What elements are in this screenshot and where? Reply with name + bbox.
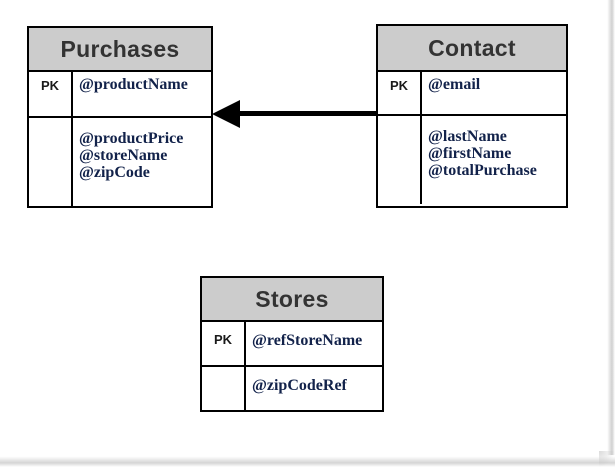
entity-purchases-blank-key-cell — [29, 118, 73, 206]
page-shadow-bottom — [0, 453, 615, 467]
attribute-text: @productName — [79, 76, 188, 93]
attribute-text: @zipCodeRef — [252, 377, 347, 394]
entity-contact-key-label: PK — [378, 72, 422, 114]
page-shadow-right — [603, 0, 615, 455]
entity-stores-blank-key-cell — [202, 367, 246, 410]
attribute-text: @productPrice — [79, 130, 184, 147]
entity-purchases-key-label: PK — [29, 72, 73, 116]
entity-purchases-attribute-row: @productPrice @storeName @zipCode — [29, 118, 211, 206]
attribute-text: @zipCode — [79, 164, 150, 181]
entity-stores-key-label: PK — [202, 322, 246, 365]
relationship-arrowhead-icon — [212, 100, 240, 128]
attribute-text: @lastName — [428, 128, 507, 145]
entity-contact-key-attribute: @email — [422, 72, 480, 114]
relationship-line-contact-purchases — [240, 111, 376, 116]
entity-purchases-key-attribute: @productName — [73, 72, 188, 116]
entity-contact-attribute-row: @lastName @firstName @totalPurchase — [378, 116, 566, 204]
entity-contact-key-row: PK @email — [378, 72, 566, 116]
attribute-text: @storeName — [79, 147, 168, 164]
entity-contact-title: Contact — [378, 26, 566, 72]
entity-contact-blank-key-cell — [378, 116, 422, 204]
entity-contact[interactable]: Contact PK @email @lastName @firstName @… — [376, 24, 568, 208]
entity-stores-key-row: PK @refStoreName — [202, 322, 382, 367]
entity-stores-attributes: @zipCodeRef — [246, 367, 347, 410]
page-shadow-corner — [599, 451, 615, 467]
entity-purchases-key-row: PK @productName — [29, 72, 211, 118]
attribute-text: @refStoreName — [252, 332, 363, 349]
attribute-text: @email — [428, 76, 481, 93]
attribute-text: @totalPurchase — [428, 162, 537, 179]
entity-purchases-attributes: @productPrice @storeName @zipCode — [73, 118, 183, 206]
entity-contact-attributes: @lastName @firstName @totalPurchase — [422, 116, 537, 204]
entity-stores-title: Stores — [202, 278, 382, 322]
entity-purchases-title: Purchases — [29, 28, 211, 72]
entity-stores-key-attribute: @refStoreName — [246, 322, 362, 365]
entity-stores-attribute-row: @zipCodeRef — [202, 367, 382, 410]
entity-stores[interactable]: Stores PK @refStoreName @zipCodeRef — [200, 276, 384, 412]
entity-purchases[interactable]: Purchases PK @productName @productPrice … — [27, 26, 213, 208]
attribute-text: @firstName — [428, 145, 512, 162]
